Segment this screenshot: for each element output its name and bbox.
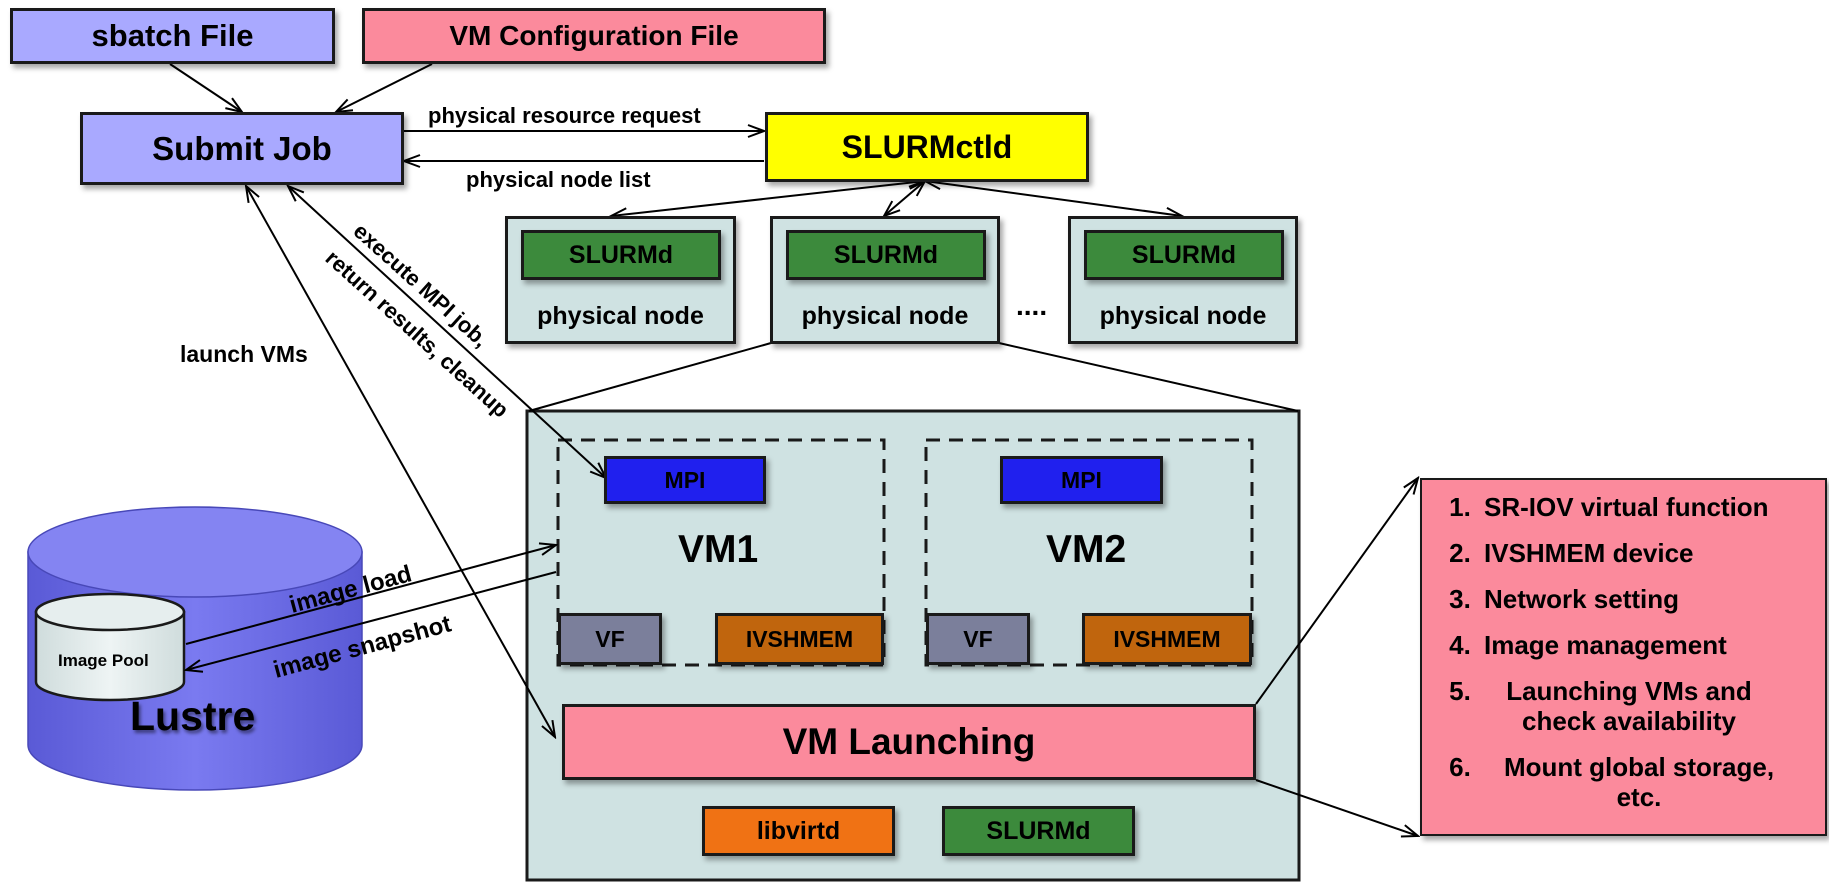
arrow-ctld-node2 <box>884 181 925 216</box>
sbatch-file-label: sbatch File <box>91 18 254 53</box>
vm1-vf-label: VF <box>595 625 625 652</box>
zoom-line-right <box>998 342 1299 412</box>
feature-item: 6. Mount global storage, etc. <box>1449 752 1775 812</box>
vm-launching-label: VM Launching <box>782 721 1036 762</box>
vm2-ivshmem-label: IVSHMEM <box>1113 625 1221 652</box>
physical-resource-request-label: physical resource request <box>428 103 701 128</box>
slurmctld-label: SLURMctld <box>841 128 1013 165</box>
libvirtd-box: libvirtd <box>702 806 895 856</box>
host-slurmd-box: SLURMd <box>942 806 1135 856</box>
nodes-ellipsis: .... <box>1016 290 1048 321</box>
physical-node-3-label: physical node <box>1099 302 1267 330</box>
arrow-launching-to-features-top <box>1255 478 1418 705</box>
vm1-vf: VF <box>558 613 662 665</box>
feature-item: 5. Launching VMs and check availability <box>1449 676 1752 736</box>
arrow-ctld-node3 <box>925 181 1182 216</box>
physical-node-1-label: physical node <box>537 302 704 330</box>
vm2-ivshmem: IVSHMEM <box>1082 613 1252 665</box>
launch-vms-label: launch VMs <box>180 341 308 367</box>
host-slurmd-label: SLURMd <box>986 816 1091 845</box>
slurmd-1: SLURMd <box>521 230 721 280</box>
arrow-image-snapshot <box>186 571 557 670</box>
slurmctld-box: SLURMctld <box>765 112 1089 182</box>
submit-job-label: Submit Job <box>152 129 332 167</box>
vm2-container <box>924 438 1254 667</box>
arrow-launching-to-features-bottom <box>1255 779 1418 836</box>
image-pool-cylinder <box>34 592 186 702</box>
features-list: 1. SR-IOV virtual function 2. IVSHMEM de… <box>1436 492 1817 812</box>
vm2-mpi: MPI <box>1000 456 1163 504</box>
arrow-submit-vmlaunching <box>246 186 555 737</box>
arrow-vmconfig-to-submit <box>336 63 433 112</box>
slurmd-3-label: SLURMd <box>1131 240 1237 269</box>
vm1-mpi: MPI <box>604 456 766 504</box>
vm1-ivshmem-label: IVSHMEM <box>745 625 854 652</box>
vm2-vf-label: VF <box>963 625 993 652</box>
libvirtd-label: libvirtd <box>756 816 841 845</box>
physical-node-2-label: physical node <box>801 302 969 330</box>
slurmd-1-label: SLURMd <box>568 240 674 269</box>
vm2-mpi-label: MPI <box>1061 466 1102 493</box>
feature-item: 3. Network setting <box>1449 584 1680 614</box>
feature-item: 1. SR-IOV virtual function <box>1449 492 1769 522</box>
vm-config-file-box: VM Configuration File <box>362 8 826 64</box>
vm-launching-box: VM Launching <box>562 704 1256 780</box>
lustre-label: Lustre <box>130 693 256 739</box>
vm1-ivshmem: IVSHMEM <box>715 613 884 665</box>
vm1-label: VM1 <box>678 528 759 571</box>
vm2-vf: VF <box>926 613 1030 665</box>
arrow-ctld-node1 <box>611 181 925 216</box>
zoom-line-left <box>528 342 772 412</box>
vm1-mpi-label: MPI <box>664 466 706 493</box>
physical-node-list-label: physical node list <box>466 167 651 192</box>
physical-node-2: SLURMd physical node <box>770 216 1000 344</box>
vm2-label: VM2 <box>1046 528 1127 571</box>
arrow-sbatch-to-submit <box>169 63 242 112</box>
submit-job-box: Submit Job <box>80 112 404 185</box>
vm-config-file-label: VM Configuration File <box>449 20 739 51</box>
features-box: 1. SR-IOV virtual function 2. IVSHMEM de… <box>1420 478 1827 836</box>
slurmd-2-label: SLURMd <box>833 240 939 269</box>
physical-node-1: SLURMd physical node <box>505 216 736 344</box>
sbatch-file-box: sbatch File <box>10 8 335 64</box>
feature-item: 4. Image management <box>1449 630 1727 660</box>
slurmd-2: SLURMd <box>786 230 986 280</box>
image-pool-label: Image Pool <box>58 651 149 670</box>
physical-node-3: SLURMd physical node <box>1068 216 1298 344</box>
arrow-image-load <box>185 545 556 645</box>
slurmd-3: SLURMd <box>1084 230 1284 280</box>
feature-item: 2. IVSHMEM device <box>1449 538 1694 568</box>
